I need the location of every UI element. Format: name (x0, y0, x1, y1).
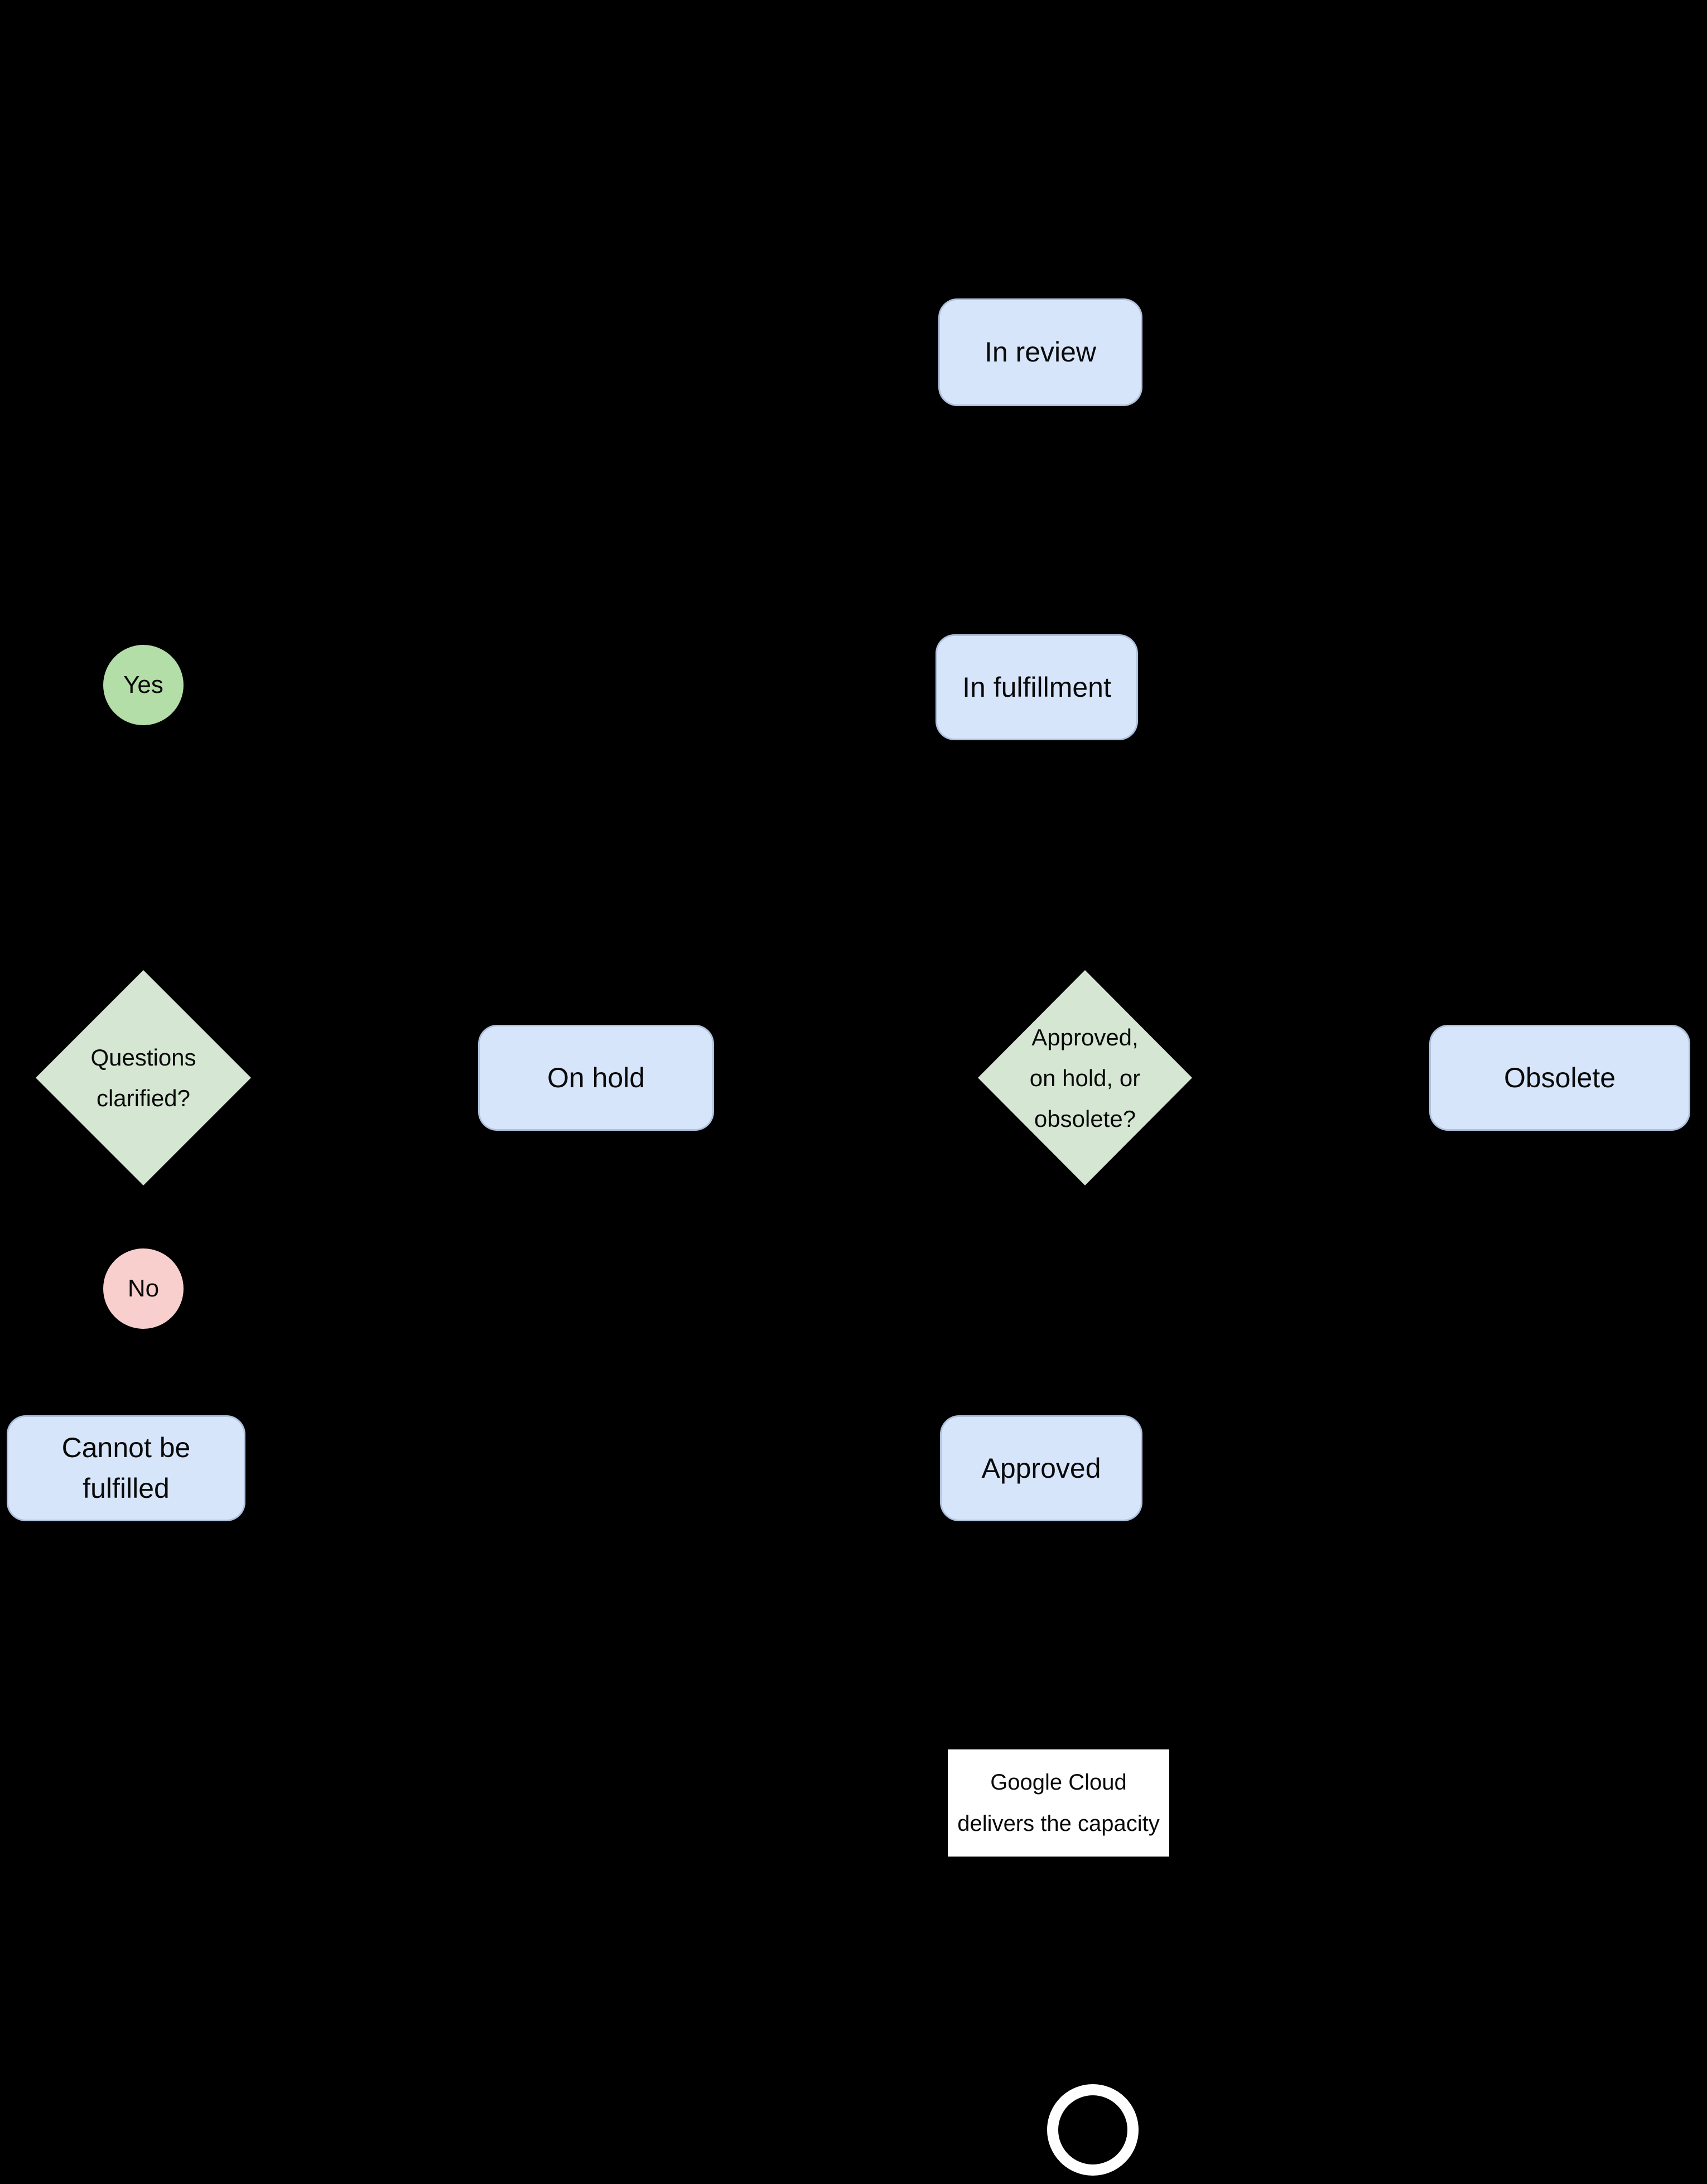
node-on-hold: On hold (478, 1025, 714, 1131)
badge-yes: Yes (103, 645, 184, 725)
decision-questions-clarified: Questions clarified? (36, 970, 251, 1185)
node-in-fulfillment: In fulfillment (936, 634, 1138, 740)
node-google-cloud-delivers-capacity: Google Cloud delivers the capacity (948, 1749, 1169, 1857)
node-in-fulfillment-label: In fulfillment (962, 671, 1111, 703)
node-approved: Approved (940, 1415, 1142, 1521)
badge-no-label: No (127, 1275, 160, 1302)
node-obsolete-label: Obsolete (1503, 1062, 1616, 1093)
badge-no: No (103, 1248, 184, 1329)
node-in-review: In review (938, 298, 1142, 406)
node-google-cloud-delivers-capacity-label: Google Cloud delivers the capacity (957, 1770, 1160, 1836)
decision-approved-on-hold-obsolete: Approved, on hold, or obsolete? (978, 970, 1192, 1185)
decision-questions-clarified-label: Questions clarified? (90, 1044, 196, 1111)
decision-approved-on-hold-obsolete-label: Approved, on hold, or obsolete? (1029, 1024, 1141, 1132)
node-obsolete: Obsolete (1429, 1025, 1690, 1131)
node-cannot-be-fulfilled: Cannot be fulfilled (7, 1415, 245, 1521)
node-in-review-label: In review (984, 336, 1097, 368)
node-cannot-be-fulfilled-label: Cannot be fulfilled (61, 1432, 191, 1504)
badge-yes-label: Yes (123, 671, 163, 698)
end-terminator-ring-icon (1047, 2084, 1139, 2176)
node-approved-label: Approved (981, 1452, 1101, 1484)
node-on-hold-label: On hold (547, 1062, 645, 1093)
